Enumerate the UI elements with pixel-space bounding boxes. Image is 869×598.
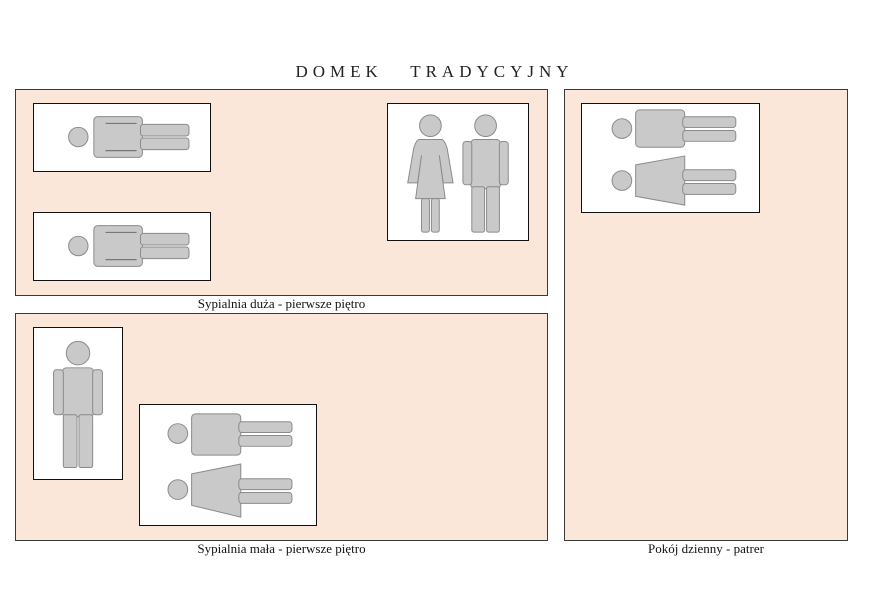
person-lying-frame-1	[33, 103, 211, 172]
couple-standing-frame	[387, 103, 529, 241]
man-standing-frame	[33, 327, 123, 480]
man-standing-icon	[53, 340, 103, 469]
caption-big-bedroom: Sypialnia duża - pierwsze piętro	[197, 296, 366, 311]
person-lying-icon	[68, 116, 190, 158]
couple-lying-frame-living	[581, 103, 760, 213]
couple-lying-frame-small	[139, 404, 317, 526]
person-lying-icon	[68, 225, 190, 267]
caption-living-room: Pokój dzienny - patrer	[648, 541, 764, 556]
couple-lying-icon	[611, 109, 737, 206]
couple-lying-icon	[167, 413, 293, 518]
caption-small-bedroom: Sypialnia mała - pierwsze piętro	[197, 541, 366, 556]
person-lying-frame-2	[33, 212, 211, 281]
document-title: DOMEK TRADYCYJNY	[295, 62, 574, 81]
couple-standing-icon	[407, 114, 509, 233]
